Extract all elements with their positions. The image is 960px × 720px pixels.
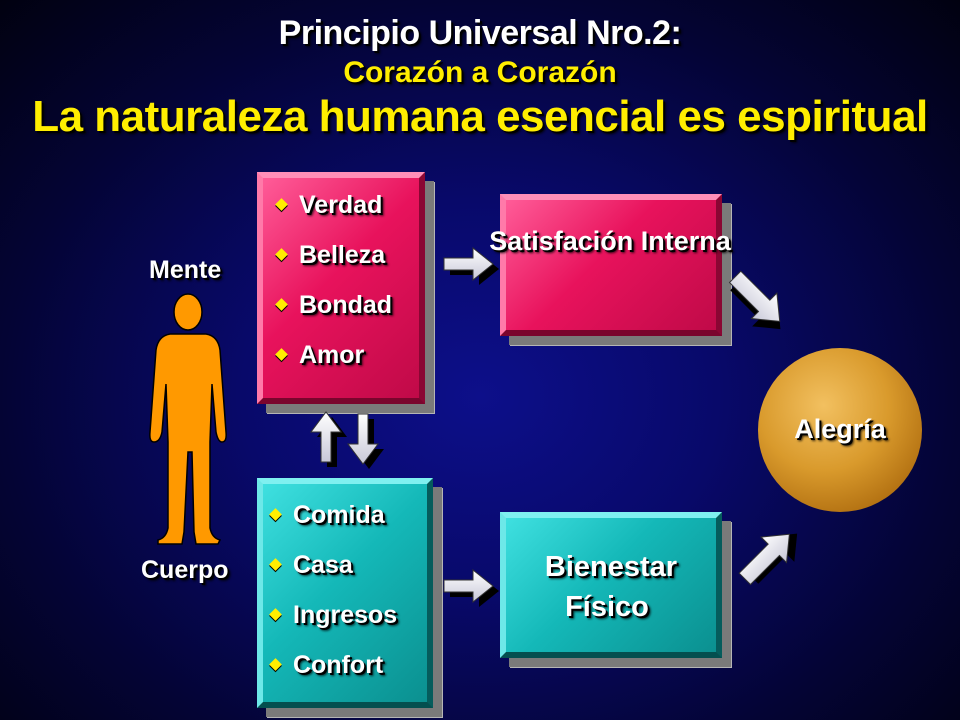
list-item: Comida [263, 490, 397, 540]
mind-values-box: Verdad Belleza Bondad Amor [257, 172, 425, 404]
arrow-right-icon [443, 246, 499, 285]
body-needs-box: Comida Casa Ingresos Confort [257, 478, 433, 708]
list-item: Casa [263, 540, 397, 590]
list-item: Belleza [269, 230, 392, 280]
title-line-3: La naturaleza humana esencial es espirit… [32, 92, 928, 141]
mente-label: Mente [149, 256, 222, 284]
joy-sphere [758, 348, 922, 512]
title-line-1: Principio Universal Nro.2: [278, 14, 682, 52]
list-item: Bondad [269, 280, 392, 330]
person-silhouette-icon [149, 293, 227, 545]
mind-values-list: Verdad Belleza Bondad Amor [269, 180, 392, 380]
physical-wellbeing-label-2: Físico [565, 591, 649, 623]
arrow-down-right-icon [728, 270, 781, 330]
arrow-up-icon [310, 411, 347, 467]
body-needs-list: Comida Casa Ingresos Confort [263, 490, 397, 690]
physical-wellbeing-label-1: Bienestar [544, 551, 678, 583]
list-item: Confort [263, 640, 397, 690]
list-item: Amor [269, 330, 392, 380]
cuerpo-label: Cuerpo [141, 556, 229, 584]
physical-wellbeing-box: Bienestar Físico [500, 512, 722, 658]
list-item: Verdad [269, 180, 392, 230]
arrow-right-icon [443, 568, 499, 607]
arrow-up-right-icon [738, 533, 798, 586]
title-line-2: Corazón a Corazón [343, 56, 617, 89]
inner-satisfaction-box [500, 194, 722, 336]
joy-label: Alegría [794, 414, 886, 444]
list-item: Ingresos [263, 590, 397, 640]
inner-satisfaction-label: Satisfación Interna [489, 226, 731, 256]
arrow-down-icon [347, 413, 384, 469]
